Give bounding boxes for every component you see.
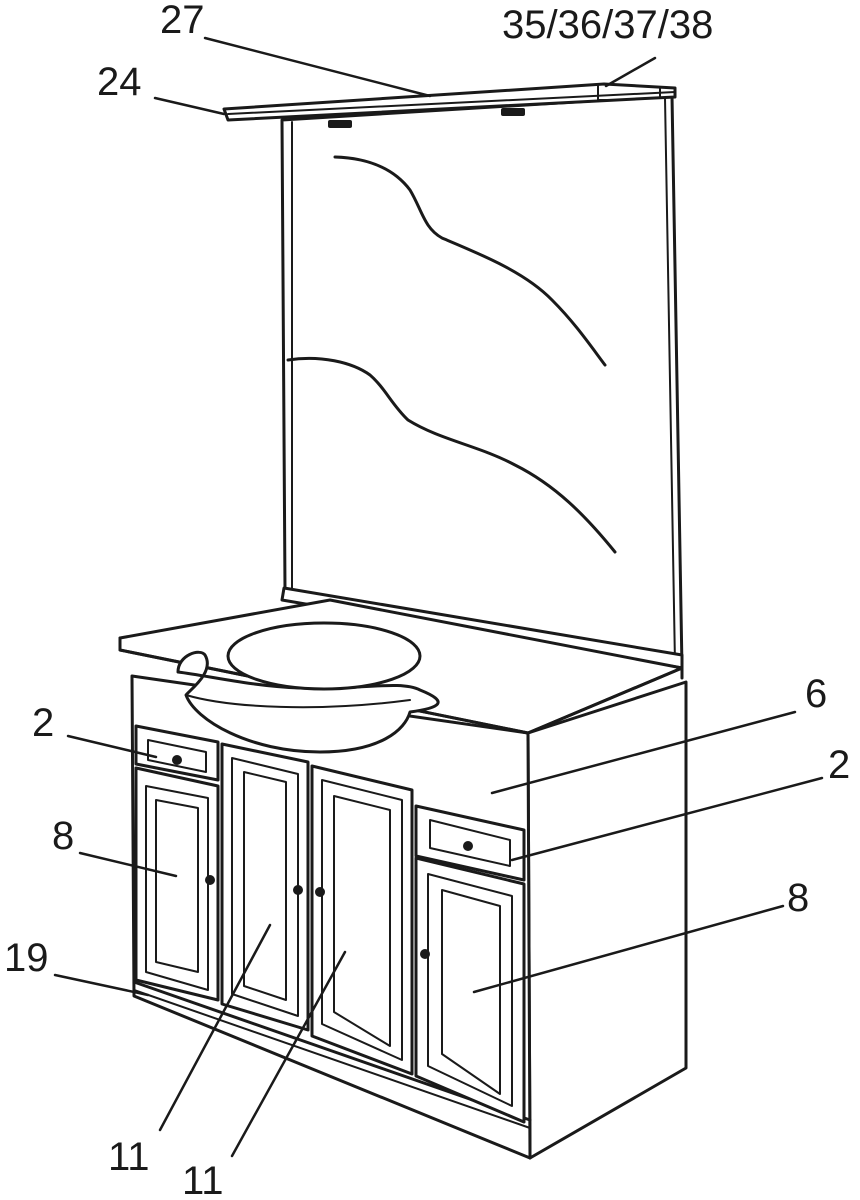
leader-24 [153, 96, 226, 116]
callout-35-38: 35/36/37/38 [502, 3, 713, 47]
callout-11-right: 11 [182, 1159, 224, 1200]
leader-19 [53, 973, 150, 997]
door-left[interactable] [134, 766, 220, 1002]
leader-35-38 [604, 56, 657, 88]
callout-2-left: 2 [32, 701, 54, 745]
basin [176, 621, 440, 754]
callout-19: 19 [4, 936, 49, 980]
door-center-left[interactable] [220, 742, 310, 1032]
callout-11-left: 11 [108, 1135, 150, 1179]
leader-8-left [78, 851, 178, 878]
light-shelf [222, 82, 677, 128]
door-center-right-knob [315, 887, 325, 897]
door-center-right[interactable] [310, 764, 414, 1076]
door-center-left-knob [293, 885, 303, 895]
drawer-left-knob [172, 755, 182, 765]
callouts: 27 35/36/37/38 24 2 6 2 8 8 19 11 11 [4, 0, 850, 1200]
callout-2-right: 2 [828, 743, 850, 787]
callout-27: 27 [160, 0, 205, 42]
door-left-knob [205, 875, 215, 885]
leader-8-right [472, 904, 785, 994]
drawer-left[interactable] [134, 724, 220, 782]
leader-11-right [230, 950, 347, 1158]
leader-lines [53, 36, 824, 1158]
leader-11-left [158, 923, 272, 1132]
drawer-right[interactable] [414, 804, 526, 882]
callout-8-left: 8 [52, 814, 74, 858]
callout-6: 6 [805, 672, 827, 716]
mirror-reflection-upper [333, 155, 607, 367]
leader-2-right [510, 776, 824, 862]
door-right-knob [420, 949, 430, 959]
callout-8-right: 8 [787, 876, 809, 920]
callout-24: 24 [97, 60, 142, 104]
cabinet-front [134, 724, 526, 1124]
leader-27 [203, 36, 432, 98]
spotlight-left [328, 120, 352, 128]
leader-6 [490, 710, 797, 795]
drawer-right-knob [463, 841, 473, 851]
door-right[interactable] [414, 856, 526, 1124]
mirror-reflection-lower [286, 356, 617, 554]
basin-bowl [226, 621, 422, 691]
mirror [280, 94, 684, 670]
leader-2-left [66, 734, 158, 759]
spotlight-right [501, 108, 525, 116]
